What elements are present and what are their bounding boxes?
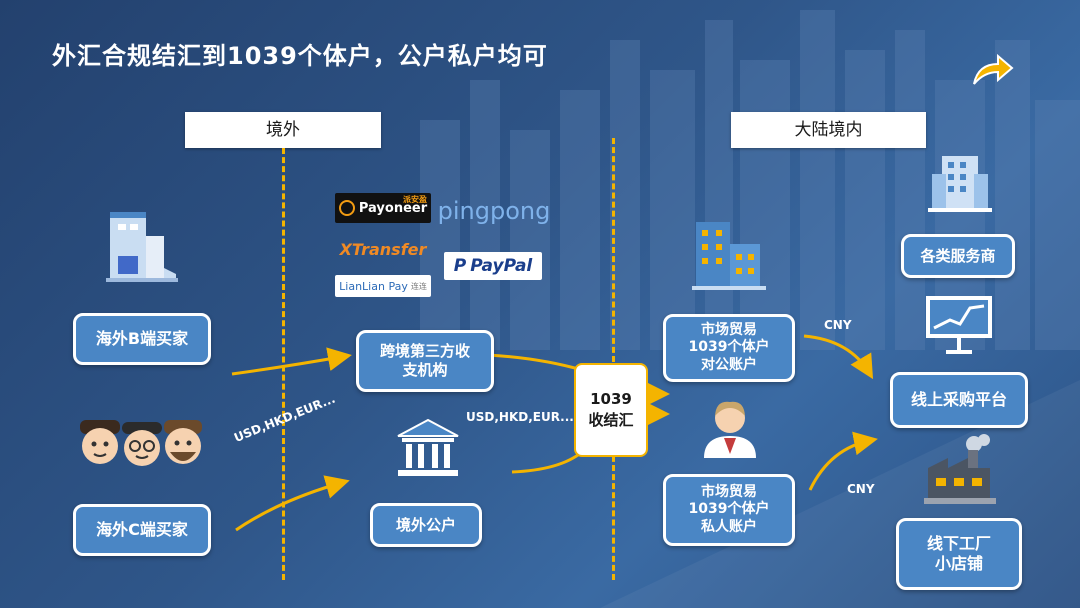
region-label-overseas: 境外 [185,112,381,148]
logo-paypal: P PayPal [444,252,542,280]
divider-overseas [282,148,285,580]
node-b-buyer[interactable]: 海外B端买家 [73,313,211,365]
businessman-icon [704,401,756,458]
office-building-icon [692,222,766,290]
node-platform[interactable]: 线上采购平台 [890,372,1028,428]
logo-xtransfer: XTransfer [339,239,427,259]
factory-icon [924,434,996,504]
node-corp-account[interactable]: 市场贸易 1039个体户 对公账户 [663,314,795,382]
paypal-p-icon: P [453,256,467,276]
payoneer-ring-icon [338,200,355,216]
currency-label-middle: USD,HKD,EUR... [466,410,574,424]
node-service[interactable]: 各类服务商 [901,234,1015,278]
node-overseas-account[interactable]: 境外公户 [370,503,482,547]
building-icon [106,212,178,282]
cny-label-bottom: CNY [847,482,875,496]
logo-pingpong: pingpong [437,197,551,225]
node-private-account[interactable]: 市场贸易 1039个体户 私人账户 [663,474,795,546]
logo-payoneer: Payoneer 派安盈 [335,193,431,223]
arrow-c-to-overseas [235,475,350,532]
node-hub[interactable]: 1039 收结汇 [574,363,648,457]
logo-lianlian: LianLian Pay 连连 [335,275,431,297]
cny-label-top: CNY [824,318,852,332]
arrow-third-party-to-hub [487,353,583,372]
people-icon [80,420,202,466]
node-factory[interactable]: 线下工厂 小店铺 [896,518,1022,590]
arrow-private-to-platform [808,431,878,491]
page-title: 外汇合规结汇到1039个体户，公户私户均可 [52,42,548,70]
divider-domestic [612,138,615,580]
arrow-corp-to-platform [803,334,874,380]
node-c-buyer[interactable]: 海外C端买家 [73,504,211,556]
arrow-b-to-third-party [231,347,352,376]
office-tower-icon [928,156,992,212]
region-label-domestic: 大陆境内 [731,112,926,148]
bank-icon [397,418,459,476]
node-third-party[interactable]: 跨境第三方收支机构 [356,330,494,392]
trend-board-icon [926,296,992,354]
arrow-overseas-to-hub [511,450,583,474]
curved-arrow-icon[interactable] [968,52,1016,88]
